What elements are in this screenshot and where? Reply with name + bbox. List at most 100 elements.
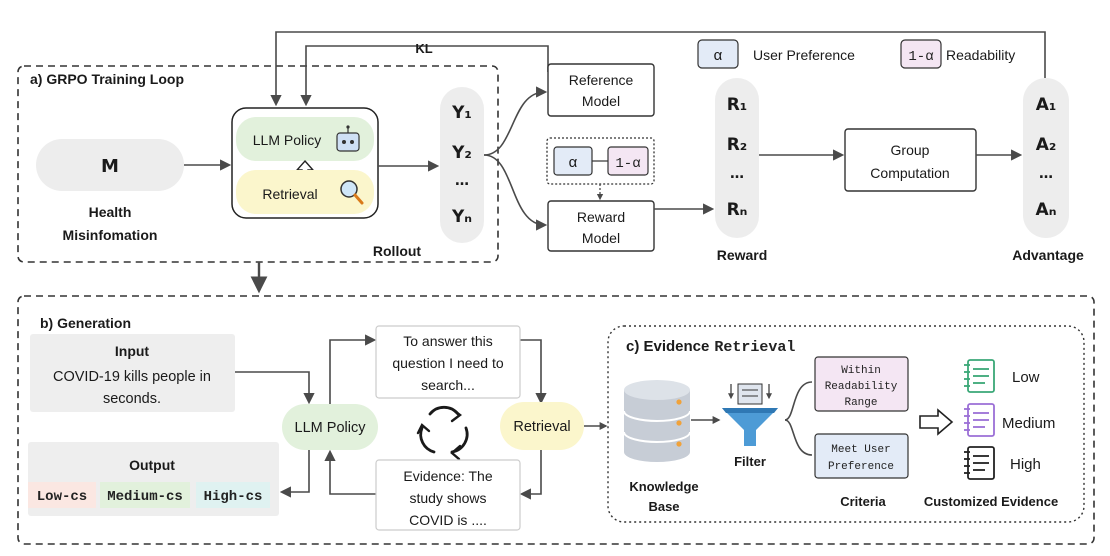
panel-b-title: b) Generation <box>40 315 131 331</box>
b-policy-pill <box>282 404 378 450</box>
legend-oma-text: Readability <box>946 47 1015 63</box>
evidence-to-policy-arrow <box>324 449 376 495</box>
evidence-line3: COVID is .... <box>409 512 487 528</box>
kl-arrow <box>300 45 549 107</box>
reward-model-box <box>547 200 655 252</box>
group-computation-line2: Computation <box>870 165 949 181</box>
advantage-a2: A₂ <box>1036 135 1057 155</box>
filter-icon <box>722 383 778 446</box>
b-retrieval-label: Retrieval <box>513 419 570 435</box>
panel-a-title: a) GRPO Training Loop <box>30 71 184 87</box>
policy-label: LLM Policy <box>253 132 321 148</box>
advantage-feedback-arrow <box>270 31 1046 107</box>
evidence-line1: Evidence: The <box>403 468 492 484</box>
output-medium-label: Medium-cs <box>107 489 183 505</box>
customized-evidence-label: Customized Evidence <box>924 494 1058 509</box>
output-y1: Y₁ <box>451 103 472 123</box>
criteria-readability-box <box>814 356 909 412</box>
level-low-label: Low <box>1012 369 1040 386</box>
question-box <box>375 325 521 399</box>
policy-to-question-arrow <box>329 334 377 404</box>
kl-label: KL <box>415 41 432 56</box>
advantage-dots: … <box>1039 166 1053 182</box>
advantages-pill <box>1023 78 1069 238</box>
filter-label: Filter <box>734 454 766 469</box>
outputs-pill <box>440 87 484 243</box>
reward-r1: R₁ <box>727 95 748 115</box>
knowledge-base-line2: Base <box>648 499 679 514</box>
one-minus-alpha-chip <box>607 146 649 176</box>
filter-to-criteria1-brace <box>784 381 813 421</box>
reward-label: Reward <box>717 247 768 263</box>
criteria-readability-line1: Within <box>841 365 881 377</box>
input-label-line2: Misinfomation <box>63 227 158 243</box>
panel-c-border <box>607 325 1085 523</box>
question-line2: question I need to <box>392 355 504 371</box>
criteria-label: Criteria <box>840 494 886 509</box>
reward-model-line1: Reward <box>577 209 625 225</box>
criteria-readability-line3: Range <box>844 397 877 409</box>
criteria-readability-line2: Readability <box>825 381 898 393</box>
output-medium-chip <box>100 482 190 508</box>
output-high-chip <box>196 482 270 508</box>
reward-model-line2: Model <box>582 230 620 246</box>
reference-model-box <box>547 63 655 117</box>
b-policy-to-output-arrow <box>279 450 310 498</box>
b-input-box <box>30 334 235 412</box>
criteria-preference-box <box>814 433 909 479</box>
advantage-a1: A₁ <box>1036 95 1057 115</box>
cycle-icon <box>416 405 469 461</box>
magnifier-icon <box>340 180 364 205</box>
legend-oma-symbol: 1-α <box>908 49 933 65</box>
notebook-medium-icon <box>964 403 995 437</box>
group-computation-box <box>844 128 977 192</box>
notebook-high-icon <box>964 446 995 480</box>
question-line3: search... <box>421 377 475 393</box>
reward-rn: Rₙ <box>727 200 748 220</box>
criteria-preference-line2: Preference <box>828 461 894 473</box>
b-retrieval-pill <box>500 402 584 450</box>
b-input-to-policy-arrow <box>235 371 315 405</box>
output-low-chip <box>28 482 96 508</box>
database-icon <box>623 380 691 462</box>
panel-b-border <box>17 295 1095 545</box>
output-y2: Y₂ <box>451 143 472 163</box>
criteria-preference-line1: Meet User <box>831 444 890 456</box>
knowledge-base-line1: Knowledge <box>629 479 698 494</box>
output-high-label: High-cs <box>204 489 263 505</box>
retrieval-label: Retrieval <box>262 186 317 202</box>
legend-alpha-symbol: α <box>714 47 723 64</box>
to-reference-arrow <box>483 86 548 156</box>
advantage-label: Advantage <box>1012 247 1084 263</box>
input-pill <box>36 139 184 191</box>
legend-oma-chip <box>900 39 942 69</box>
reward-dots: … <box>730 166 744 182</box>
retrieval-to-evidence-arrow <box>519 450 542 500</box>
robot-icon <box>336 125 360 152</box>
level-high-label: High <box>1010 456 1041 473</box>
question-line1: To answer this <box>403 333 492 349</box>
evidence-line2: study shows <box>409 490 486 506</box>
reward-r2: R₂ <box>727 135 748 155</box>
question-to-retrieval-arrow <box>520 339 547 405</box>
group-computation-line1: Group <box>891 142 930 158</box>
b-output-title: Output <box>129 457 175 473</box>
filter-to-criteria2-brace <box>784 419 813 456</box>
to-customized-arrow-icon <box>919 408 954 436</box>
output-dots: … <box>455 173 469 189</box>
evidence-box <box>375 459 521 531</box>
input-symbol: M <box>101 156 119 177</box>
to-reward-model-arrow <box>483 154 548 231</box>
one-minus-alpha-symbol: 1-α <box>615 156 640 172</box>
retrieval-pill <box>236 170 374 214</box>
b-policy-label: LLM Policy <box>295 420 367 436</box>
b-input-text-line1: COVID-19 kills people in <box>53 369 211 385</box>
legend-alpha-text: User Preference <box>753 47 855 63</box>
input-label-line1: Health <box>89 204 132 220</box>
output-low-label: Low-cs <box>37 489 87 505</box>
level-medium-label: Medium <box>1002 415 1055 432</box>
b-input-text-line2: seconds. <box>103 391 161 407</box>
b-input-title: Input <box>115 343 150 359</box>
